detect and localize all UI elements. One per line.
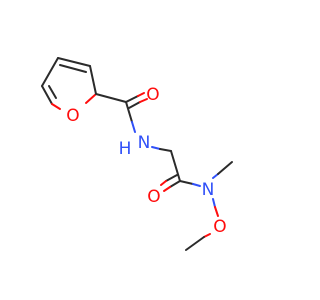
bond-carbonyl-o-double: [128, 101, 141, 109]
bond-o1-c2: [85, 93, 97, 104]
bond-c3-c4: [41, 57, 59, 87]
bond-c2-carbonyl: [95, 93, 127, 103]
molecule-diagram: O O N H O N O: [41, 57, 233, 251]
bond-n-ch2-blue: [151, 146, 161, 150]
amide-nitrogen-label: N: [138, 133, 151, 153]
bond-c-o2-double: [165, 174, 178, 182]
carbonyl-oxygen-label: O: [146, 85, 159, 105]
bond-n2-ch3: [217, 161, 233, 175]
bond-n2-o-red: [214, 206, 219, 217]
bond-ch2-c: [170, 150, 181, 182]
bond-carbonyl-o-red: [137, 92, 145, 97]
bond-c-o2: [169, 180, 181, 188]
bond-o-ch3-red: [203, 233, 211, 238]
carbonyl-oxygen-2-label: O: [147, 187, 160, 207]
bond-c4-c5: [41, 85, 53, 105]
bond-carbonyl-n-blue: [131, 121, 136, 133]
bond-c2-c3: [57, 57, 91, 67]
bond-n2-ch3-blue: [212, 173, 219, 179]
bond-c-o2-double-red: [160, 180, 167, 186]
amide-hydrogen-label: H: [119, 139, 132, 159]
weinreb-nitrogen-label: N: [202, 180, 215, 200]
bond-c5-o1: [51, 103, 61, 110]
furan-ring: [41, 57, 97, 110]
bond-n2-o-blue: [212, 198, 216, 208]
methoxy-oxygen-label: O: [213, 217, 226, 237]
bond-carbonyl-n: [125, 101, 133, 123]
bond-carbonyl-o: [125, 95, 139, 103]
bond-c-o2-red: [163, 186, 171, 192]
bond-carbonyl-o-double-red: [139, 98, 148, 103]
bond-c-n2: [179, 180, 194, 185]
bond-o1-c2-carbon: [89, 65, 97, 95]
furan-oxygen-label: O: [66, 106, 79, 126]
bond-n-ch2: [159, 148, 172, 152]
bond-c-n2-blue: [192, 183, 201, 187]
bond-c2-c3-double: [59, 64, 87, 73]
bond-c4-c5-double: [48, 85, 57, 99]
bond-o-ch3: [185, 236, 205, 251]
